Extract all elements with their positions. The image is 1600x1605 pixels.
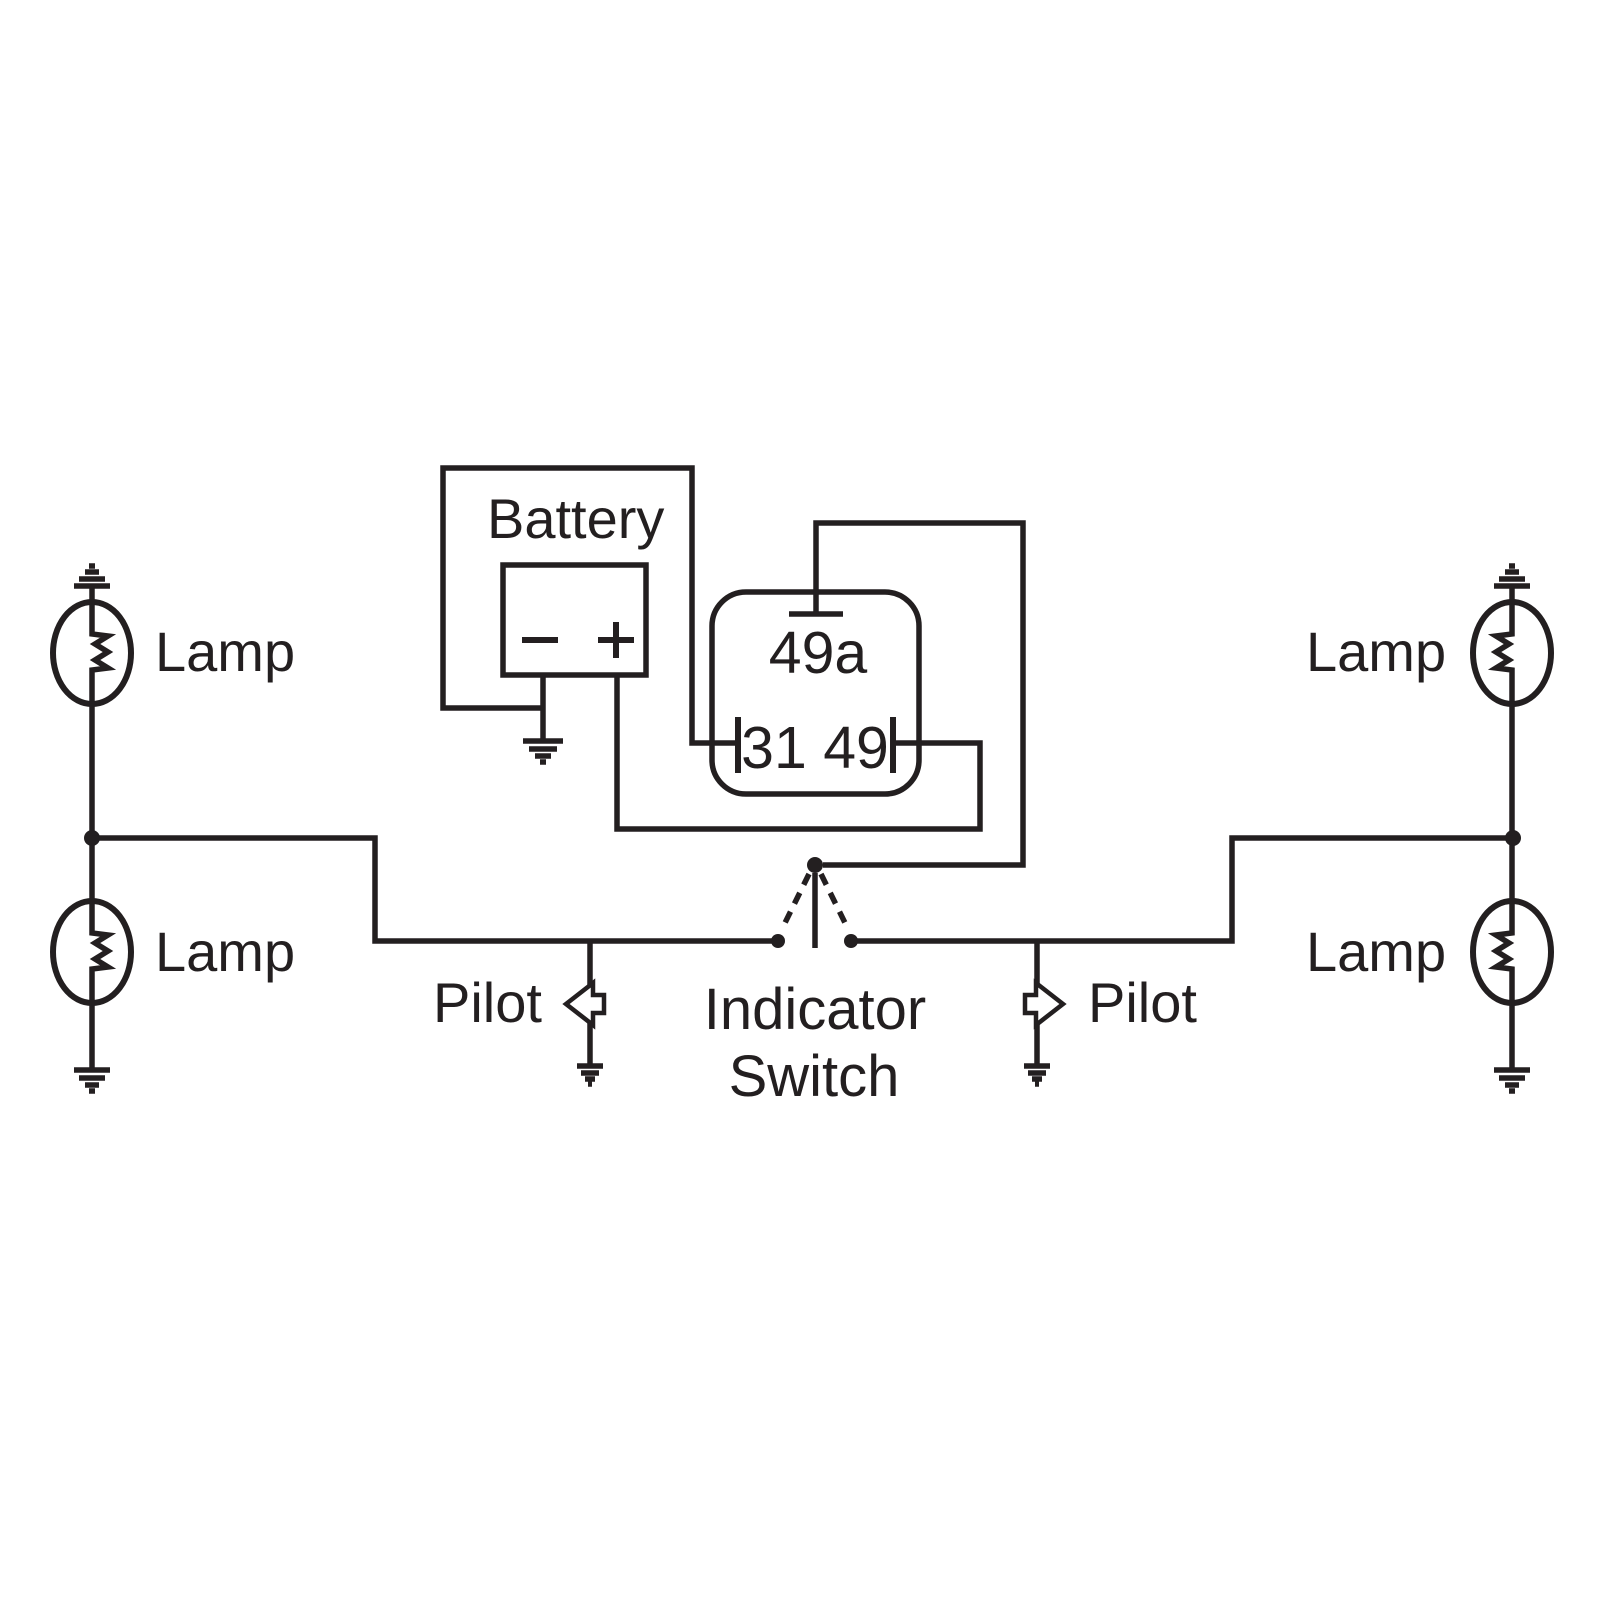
flasher-relay: 49a 31 49 [709,520,1026,868]
relay-terminals-31-49-label: 31 49 [741,715,889,781]
ground-icon [74,563,110,589]
left-pilot-branch: Pilot [433,941,607,1087]
lamp-filament-icon [1487,602,1515,704]
ground-icon [523,738,563,765]
switch-left-contact [771,934,785,948]
battery-cell-box [500,562,649,678]
battery-block: Battery [440,465,983,832]
left-lamp-branch: Lamp Lamp [50,563,295,1094]
lamp-label-bottom-right: Lamp [1306,920,1446,983]
ground-icon [1494,563,1530,589]
battery-plus-symbol [598,622,634,658]
switch-throw-left [779,872,812,931]
ground-icon [577,1063,603,1087]
pilot-arrow-left-icon [562,978,607,1030]
relay-terminal-49a-label: 49a [769,620,868,686]
ground-icon [1494,1067,1530,1094]
indicator-switch-label-line2: Switch [729,1044,900,1109]
left-bus-wire [92,835,778,944]
switch-throw-right [818,872,851,931]
indicator-switch-label-line1: Indicator [704,977,926,1042]
pilot-label-left: Pilot [433,971,542,1034]
ground-icon [1024,1063,1050,1087]
battery-label: Battery [487,487,664,550]
lamp-filament-icon [89,602,117,704]
indicator-switch: Indicator Switch [704,857,926,1109]
pilot-label-right: Pilot [1088,971,1197,1034]
switch-common-contact [807,857,823,873]
lamp-filament-icon [1487,901,1515,1003]
right-lamp-branch: Lamp Lamp [1306,563,1554,1094]
terminal-49a-to-switch-wire [813,520,1026,868]
lamp-label-bottom-left: Lamp [155,920,295,983]
right-bus-wire [851,835,1513,944]
battery-outline-and-terminal-31-wire [440,465,738,746]
pilot-arrow-right-icon [1022,978,1067,1030]
lamp-filament-icon [89,901,117,1003]
lamp-label-top-left: Lamp [155,620,295,683]
ground-icon [74,1067,110,1094]
switch-right-contact [844,934,858,948]
battery-plus-to-terminal-49-wire [614,675,983,832]
right-pilot-branch: Pilot [1022,941,1197,1087]
lamp-label-top-right: Lamp [1306,620,1446,683]
